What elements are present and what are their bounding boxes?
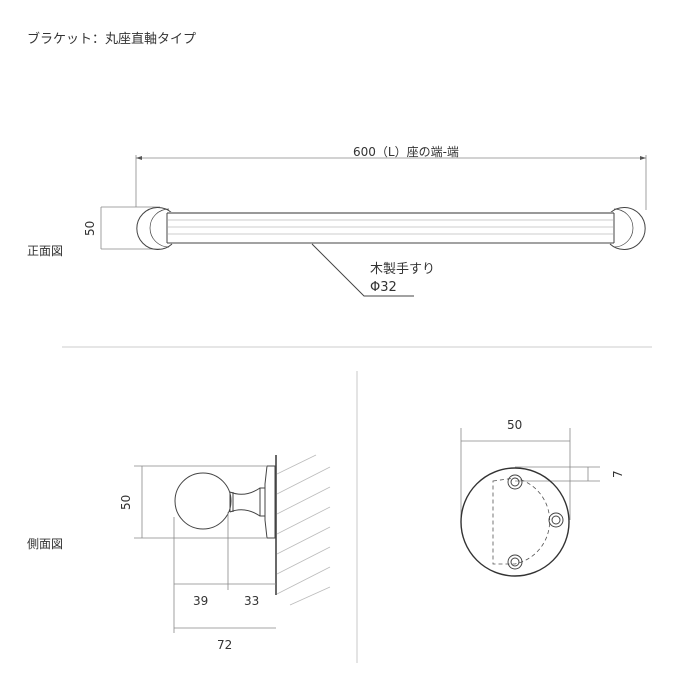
front-view: [100, 155, 647, 297]
wall-hatching: [276, 454, 331, 606]
base-width-label: 50: [507, 418, 523, 432]
length-dimension-label: 600（L）座の端-端: [353, 145, 459, 159]
right-bracket-outer: [609, 207, 646, 250]
material-note: 木製手すり: [370, 262, 436, 277]
offset-dimension-label: 7: [611, 470, 625, 478]
dim-ball-label: 39: [193, 594, 209, 608]
ball-handle: [174, 472, 232, 530]
drawing-title: ブラケット：丸座直軸タイプ: [27, 32, 197, 47]
front-height-dimension-label: 50: [83, 220, 97, 236]
arrow-right-icon: [640, 156, 646, 160]
side-view-label: 側面図: [27, 537, 64, 551]
screw-hole-top: [507, 474, 523, 490]
side-view: [134, 454, 331, 633]
side-height-dimension-label: 50: [119, 494, 133, 510]
screw-hole-bottom: [507, 554, 523, 570]
neck: [229, 487, 261, 517]
hidden-bracket-outline: [492, 477, 551, 565]
arrow-left-icon: [136, 156, 142, 160]
left-bracket-outer: [136, 207, 173, 250]
diameter-note: Φ32: [370, 280, 397, 295]
base-plate-outline: [460, 467, 570, 577]
front-view-label: 正面図: [27, 244, 64, 258]
base-plate: [264, 465, 276, 539]
leader-line: [311, 243, 414, 297]
screw-hole-right: [548, 512, 564, 528]
dim-neck-label: 33: [244, 594, 260, 608]
base-view: [460, 428, 600, 577]
dim-total-label: 72: [217, 638, 233, 652]
